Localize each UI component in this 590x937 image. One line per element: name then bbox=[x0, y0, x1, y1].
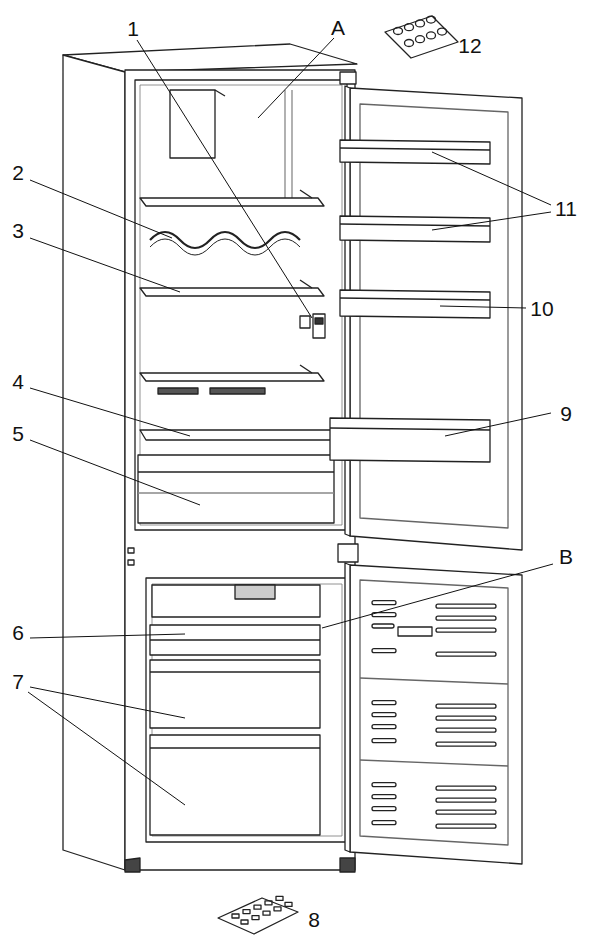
freezer-door-slots bbox=[372, 601, 496, 829]
door-slot bbox=[372, 624, 394, 628]
wine-rack bbox=[150, 232, 300, 255]
egg-tray bbox=[385, 16, 458, 58]
door-slot bbox=[372, 795, 396, 799]
door-slot bbox=[436, 652, 496, 656]
cabinet bbox=[63, 44, 357, 872]
door-slot bbox=[436, 604, 496, 608]
light-housing bbox=[170, 90, 292, 200]
callout-label: 4 bbox=[12, 371, 24, 392]
door-slot bbox=[436, 704, 496, 708]
fridge-door bbox=[330, 86, 522, 550]
ice-cube-cell bbox=[265, 901, 272, 905]
door-slot bbox=[372, 739, 396, 743]
ice-cube-cell bbox=[274, 907, 281, 911]
fridge-shelves bbox=[140, 190, 336, 440]
door-slot bbox=[436, 824, 496, 828]
callout-label: 12 bbox=[458, 35, 481, 56]
door-slot bbox=[436, 810, 496, 814]
callout-label: 1 bbox=[127, 18, 139, 39]
ice-cube-cell bbox=[243, 910, 250, 914]
door-slot bbox=[372, 821, 396, 825]
callout-label: 9 bbox=[560, 403, 572, 424]
callout-label: 6 bbox=[12, 622, 24, 643]
callout-label: 5 bbox=[12, 423, 24, 444]
door-slot bbox=[436, 786, 496, 790]
door-slot bbox=[372, 783, 396, 787]
hinge bbox=[338, 544, 358, 562]
ice-cube-cell bbox=[232, 914, 239, 918]
callout-label: A bbox=[331, 17, 345, 38]
control-panel bbox=[300, 314, 325, 338]
callout-label: 3 bbox=[12, 220, 24, 241]
door-slot bbox=[372, 601, 396, 605]
crisper-drawer bbox=[138, 455, 334, 523]
callout-label: 10 bbox=[530, 298, 553, 319]
ice-tray bbox=[218, 896, 298, 934]
callout-label: 11 bbox=[555, 198, 577, 219]
door-slot bbox=[372, 713, 396, 717]
egg-cup bbox=[405, 24, 414, 31]
door-slot bbox=[436, 616, 496, 620]
leader-lines bbox=[28, 38, 553, 805]
ice-cube-cell bbox=[241, 920, 248, 924]
egg-cup bbox=[427, 16, 436, 23]
callout-label: 7 bbox=[12, 671, 24, 692]
door-slot bbox=[372, 701, 396, 705]
ice-cube-cell bbox=[252, 916, 259, 920]
door-slot bbox=[436, 798, 496, 802]
egg-cup bbox=[394, 28, 403, 35]
ice-cube-cell bbox=[254, 905, 261, 909]
freezer-door bbox=[345, 563, 522, 864]
hinge bbox=[340, 72, 356, 84]
callout-label: 8 bbox=[308, 909, 320, 930]
door-slot bbox=[436, 742, 496, 746]
egg-cup bbox=[427, 32, 436, 39]
egg-cup bbox=[438, 28, 447, 35]
egg-cup bbox=[416, 36, 425, 43]
ice-cube-cell bbox=[263, 911, 270, 915]
freezer-drawers bbox=[150, 585, 320, 835]
door-slot bbox=[436, 728, 496, 732]
ice-cube-cell bbox=[276, 896, 283, 900]
egg-cup bbox=[405, 40, 414, 47]
door-slot bbox=[372, 649, 396, 653]
door-slot bbox=[372, 725, 396, 729]
door-slot bbox=[372, 807, 396, 811]
egg-cup bbox=[416, 20, 425, 27]
callout-label: B bbox=[559, 546, 573, 567]
callout-label: 2 bbox=[12, 162, 24, 183]
door-slot bbox=[436, 716, 496, 720]
ice-cube-cell bbox=[285, 902, 292, 906]
door-slot bbox=[436, 628, 496, 632]
